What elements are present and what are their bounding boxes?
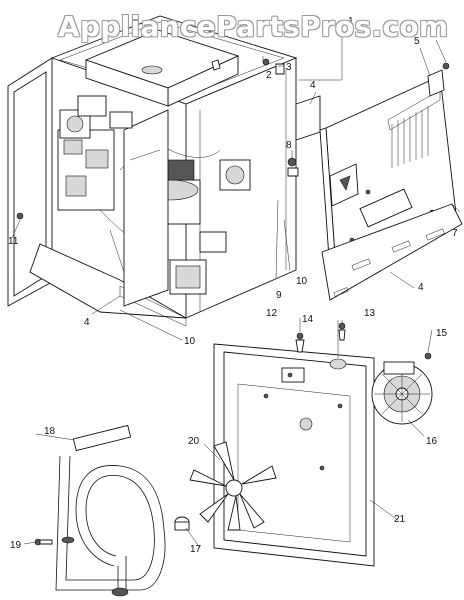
callout-15: 15: [436, 328, 448, 339]
callout-1: 1: [348, 16, 354, 27]
bracket-part-4-upper: [295, 95, 321, 141]
callout-5: 5: [414, 36, 420, 47]
callout-8: 8: [286, 140, 292, 151]
fan-blade: [189, 441, 277, 531]
callout-labels: 1 2 3 4 4 4 5 6 7 8 9 10 10 11 12 13 14 …: [8, 16, 458, 555]
callout-18: 18: [44, 426, 56, 437]
spacer-part: [174, 516, 190, 531]
screw-parts-top: [211, 58, 299, 177]
callout-10-lower: 10: [184, 336, 196, 347]
callout-7: 7: [452, 228, 458, 239]
callout-12: 12: [266, 308, 278, 319]
leader-lines: [11, 21, 461, 549]
callout-4-upper: 4: [310, 80, 316, 91]
callout-6: 6: [432, 22, 438, 33]
callout-17: 17: [190, 544, 202, 555]
callout-14: 14: [302, 314, 314, 325]
convection-motor: [371, 361, 433, 425]
callout-11: 11: [8, 236, 19, 247]
callout-16: 16: [426, 436, 438, 447]
bracket-5-6: [427, 62, 450, 97]
callout-4-right: 4: [418, 282, 424, 293]
screws-lower: [16, 212, 432, 546]
cabinet-assembly: [7, 15, 298, 327]
callout-4-left: 4: [84, 317, 90, 328]
oven-back-panel: [213, 343, 375, 567]
bottom-plate: [321, 203, 463, 301]
callout-19: 19: [10, 540, 22, 551]
callout-2: 2: [266, 70, 272, 81]
heating-element: [55, 424, 166, 597]
callout-9: 9: [276, 290, 282, 301]
callout-3: 3: [286, 62, 292, 73]
callout-13: 13: [364, 308, 376, 319]
callout-10-upper: 10: [296, 276, 308, 287]
callout-20: 20: [188, 436, 200, 447]
watermark: AppliancePartsPros.com: [58, 10, 449, 43]
callout-21: 21: [394, 514, 406, 525]
